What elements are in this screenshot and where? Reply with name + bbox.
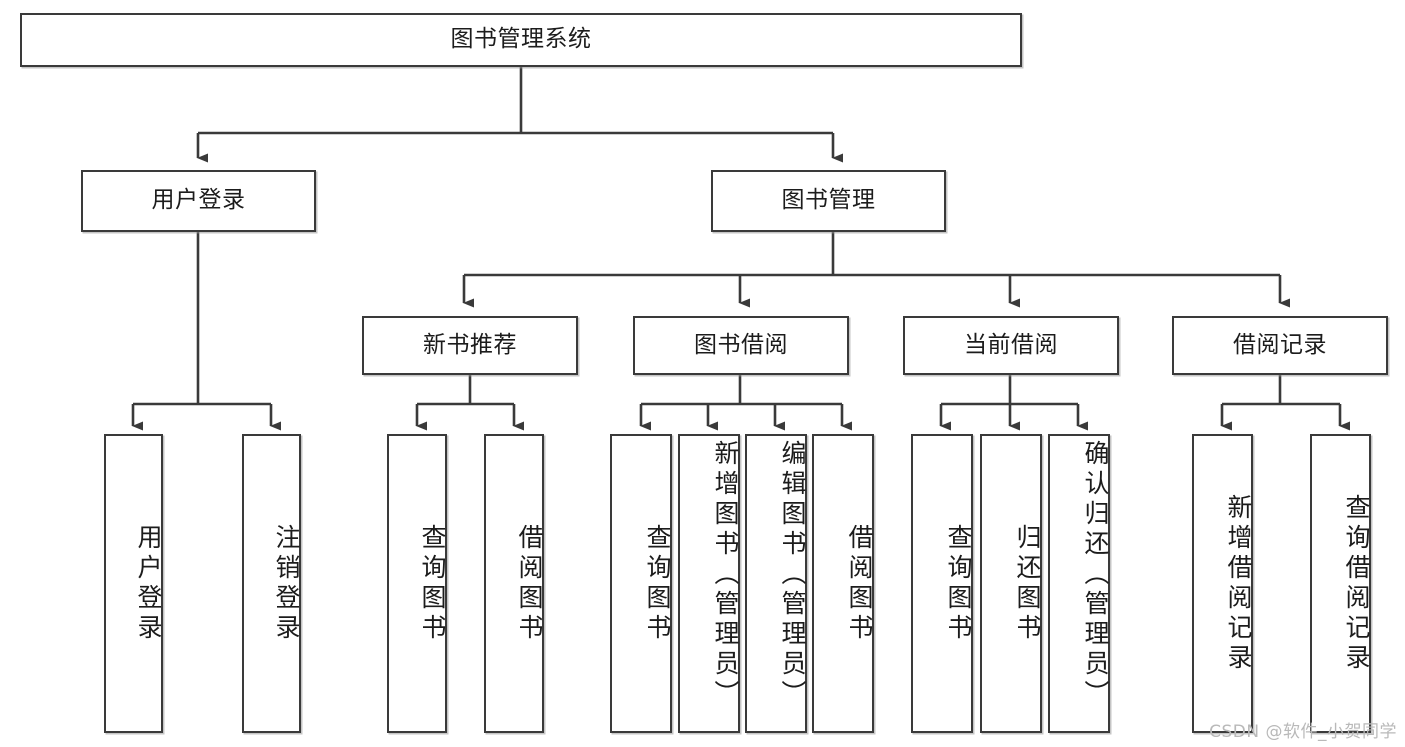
node-root-book-management-system[interactable]: 图书管理系统: [20, 13, 1022, 67]
node-label: 借阅图书: [845, 523, 874, 644]
node-label: 注销登录: [272, 523, 301, 644]
node-label: 查询借阅记录: [1342, 493, 1371, 674]
leaf-borrow-record-add[interactable]: 新增借阅记录: [1192, 434, 1253, 733]
leaf-borrow-record-query[interactable]: 查询借阅记录: [1310, 434, 1371, 733]
csdn-watermark: CSDN @软件_小贺同学: [1209, 722, 1397, 742]
node-label: 新增图书（管理员）: [711, 440, 740, 710]
leaf-book-borrow-add-admin[interactable]: 新增图书（管理员）: [678, 434, 740, 733]
node-new-book-recommend[interactable]: 新书推荐: [362, 316, 578, 375]
node-label: 确认归还（管理员）: [1081, 440, 1110, 710]
node-label: 用户登录: [134, 523, 163, 644]
leaf-current-borrow-query[interactable]: 查询图书: [911, 434, 973, 733]
leaf-user-login-login[interactable]: 用户登录: [104, 434, 163, 733]
node-label: 新书推荐: [423, 331, 517, 358]
node-borrow-record[interactable]: 借阅记录: [1172, 316, 1388, 375]
leaf-new-book-borrow[interactable]: 借阅图书: [484, 434, 544, 733]
leaf-book-borrow-query[interactable]: 查询图书: [610, 434, 672, 733]
node-user-login[interactable]: 用户登录: [81, 170, 316, 232]
leaf-book-borrow-edit-admin[interactable]: 编辑图书（管理员）: [745, 434, 807, 733]
node-book-borrow[interactable]: 图书借阅: [633, 316, 849, 375]
node-label: 查询图书: [944, 523, 973, 644]
node-label: 归还图书: [1013, 523, 1042, 644]
node-label: 用户登录: [151, 187, 246, 214]
node-label: 新增借阅记录: [1224, 493, 1253, 674]
node-label: 当前借阅: [964, 331, 1058, 358]
leaf-current-borrow-return[interactable]: 归还图书: [980, 434, 1042, 733]
leaf-book-borrow-borrow[interactable]: 借阅图书: [812, 434, 874, 733]
node-label: 图书管理系统: [450, 26, 592, 53]
node-label: 查询图书: [643, 523, 672, 644]
leaf-current-borrow-confirm-return-admin[interactable]: 确认归还（管理员）: [1048, 434, 1110, 733]
leaf-new-book-query[interactable]: 查询图书: [387, 434, 447, 733]
node-label: 借阅图书: [515, 523, 544, 644]
leaf-user-login-logout[interactable]: 注销登录: [242, 434, 301, 733]
node-label: 图书管理: [781, 187, 876, 214]
node-label: 编辑图书（管理员）: [778, 440, 807, 710]
node-label: 图书借阅: [694, 331, 788, 358]
node-label: 借阅记录: [1233, 331, 1327, 358]
node-book-management[interactable]: 图书管理: [711, 170, 946, 232]
node-current-borrow[interactable]: 当前借阅: [903, 316, 1119, 375]
node-label: 查询图书: [418, 523, 447, 644]
